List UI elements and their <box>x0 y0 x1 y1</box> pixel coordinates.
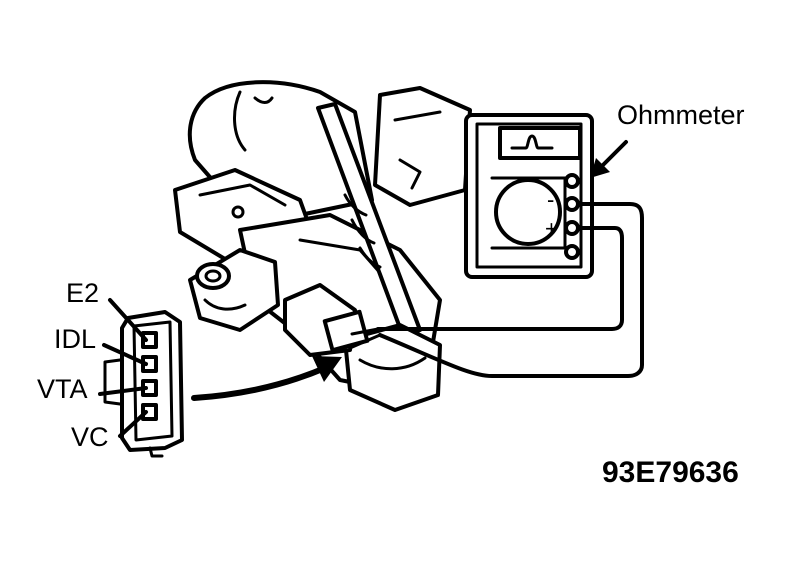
meter-jack-4 <box>564 244 580 260</box>
idl-label: IDL <box>54 324 97 354</box>
ohmmeter-label: Ohmmeter <box>617 100 745 130</box>
e2-label: E2 <box>66 278 100 308</box>
ohmmeter-pointer-arrow <box>590 140 628 178</box>
meter-jack-1 <box>564 173 580 189</box>
meter-display <box>498 126 582 160</box>
vta-leader-line <box>98 386 148 396</box>
vc-label: VC <box>71 422 109 452</box>
ohmmeter-device <box>464 113 594 279</box>
test-leads <box>348 202 644 378</box>
e2-leader-line <box>108 298 148 342</box>
meter-minus-mark: - <box>547 187 555 212</box>
connector-pointer-arrow <box>191 356 342 401</box>
vta-label: VTA <box>37 374 88 404</box>
figure-code: 93E79636 <box>602 456 739 489</box>
sensor-connector <box>103 310 184 458</box>
vc-leader-line <box>118 410 148 438</box>
meter-dial-knob <box>494 178 562 246</box>
throttle-body <box>173 80 472 412</box>
idl-leader-line <box>102 343 148 366</box>
meter-plus-mark: + <box>545 216 558 241</box>
pin-e2 <box>141 331 158 349</box>
pin-vc <box>141 403 158 421</box>
